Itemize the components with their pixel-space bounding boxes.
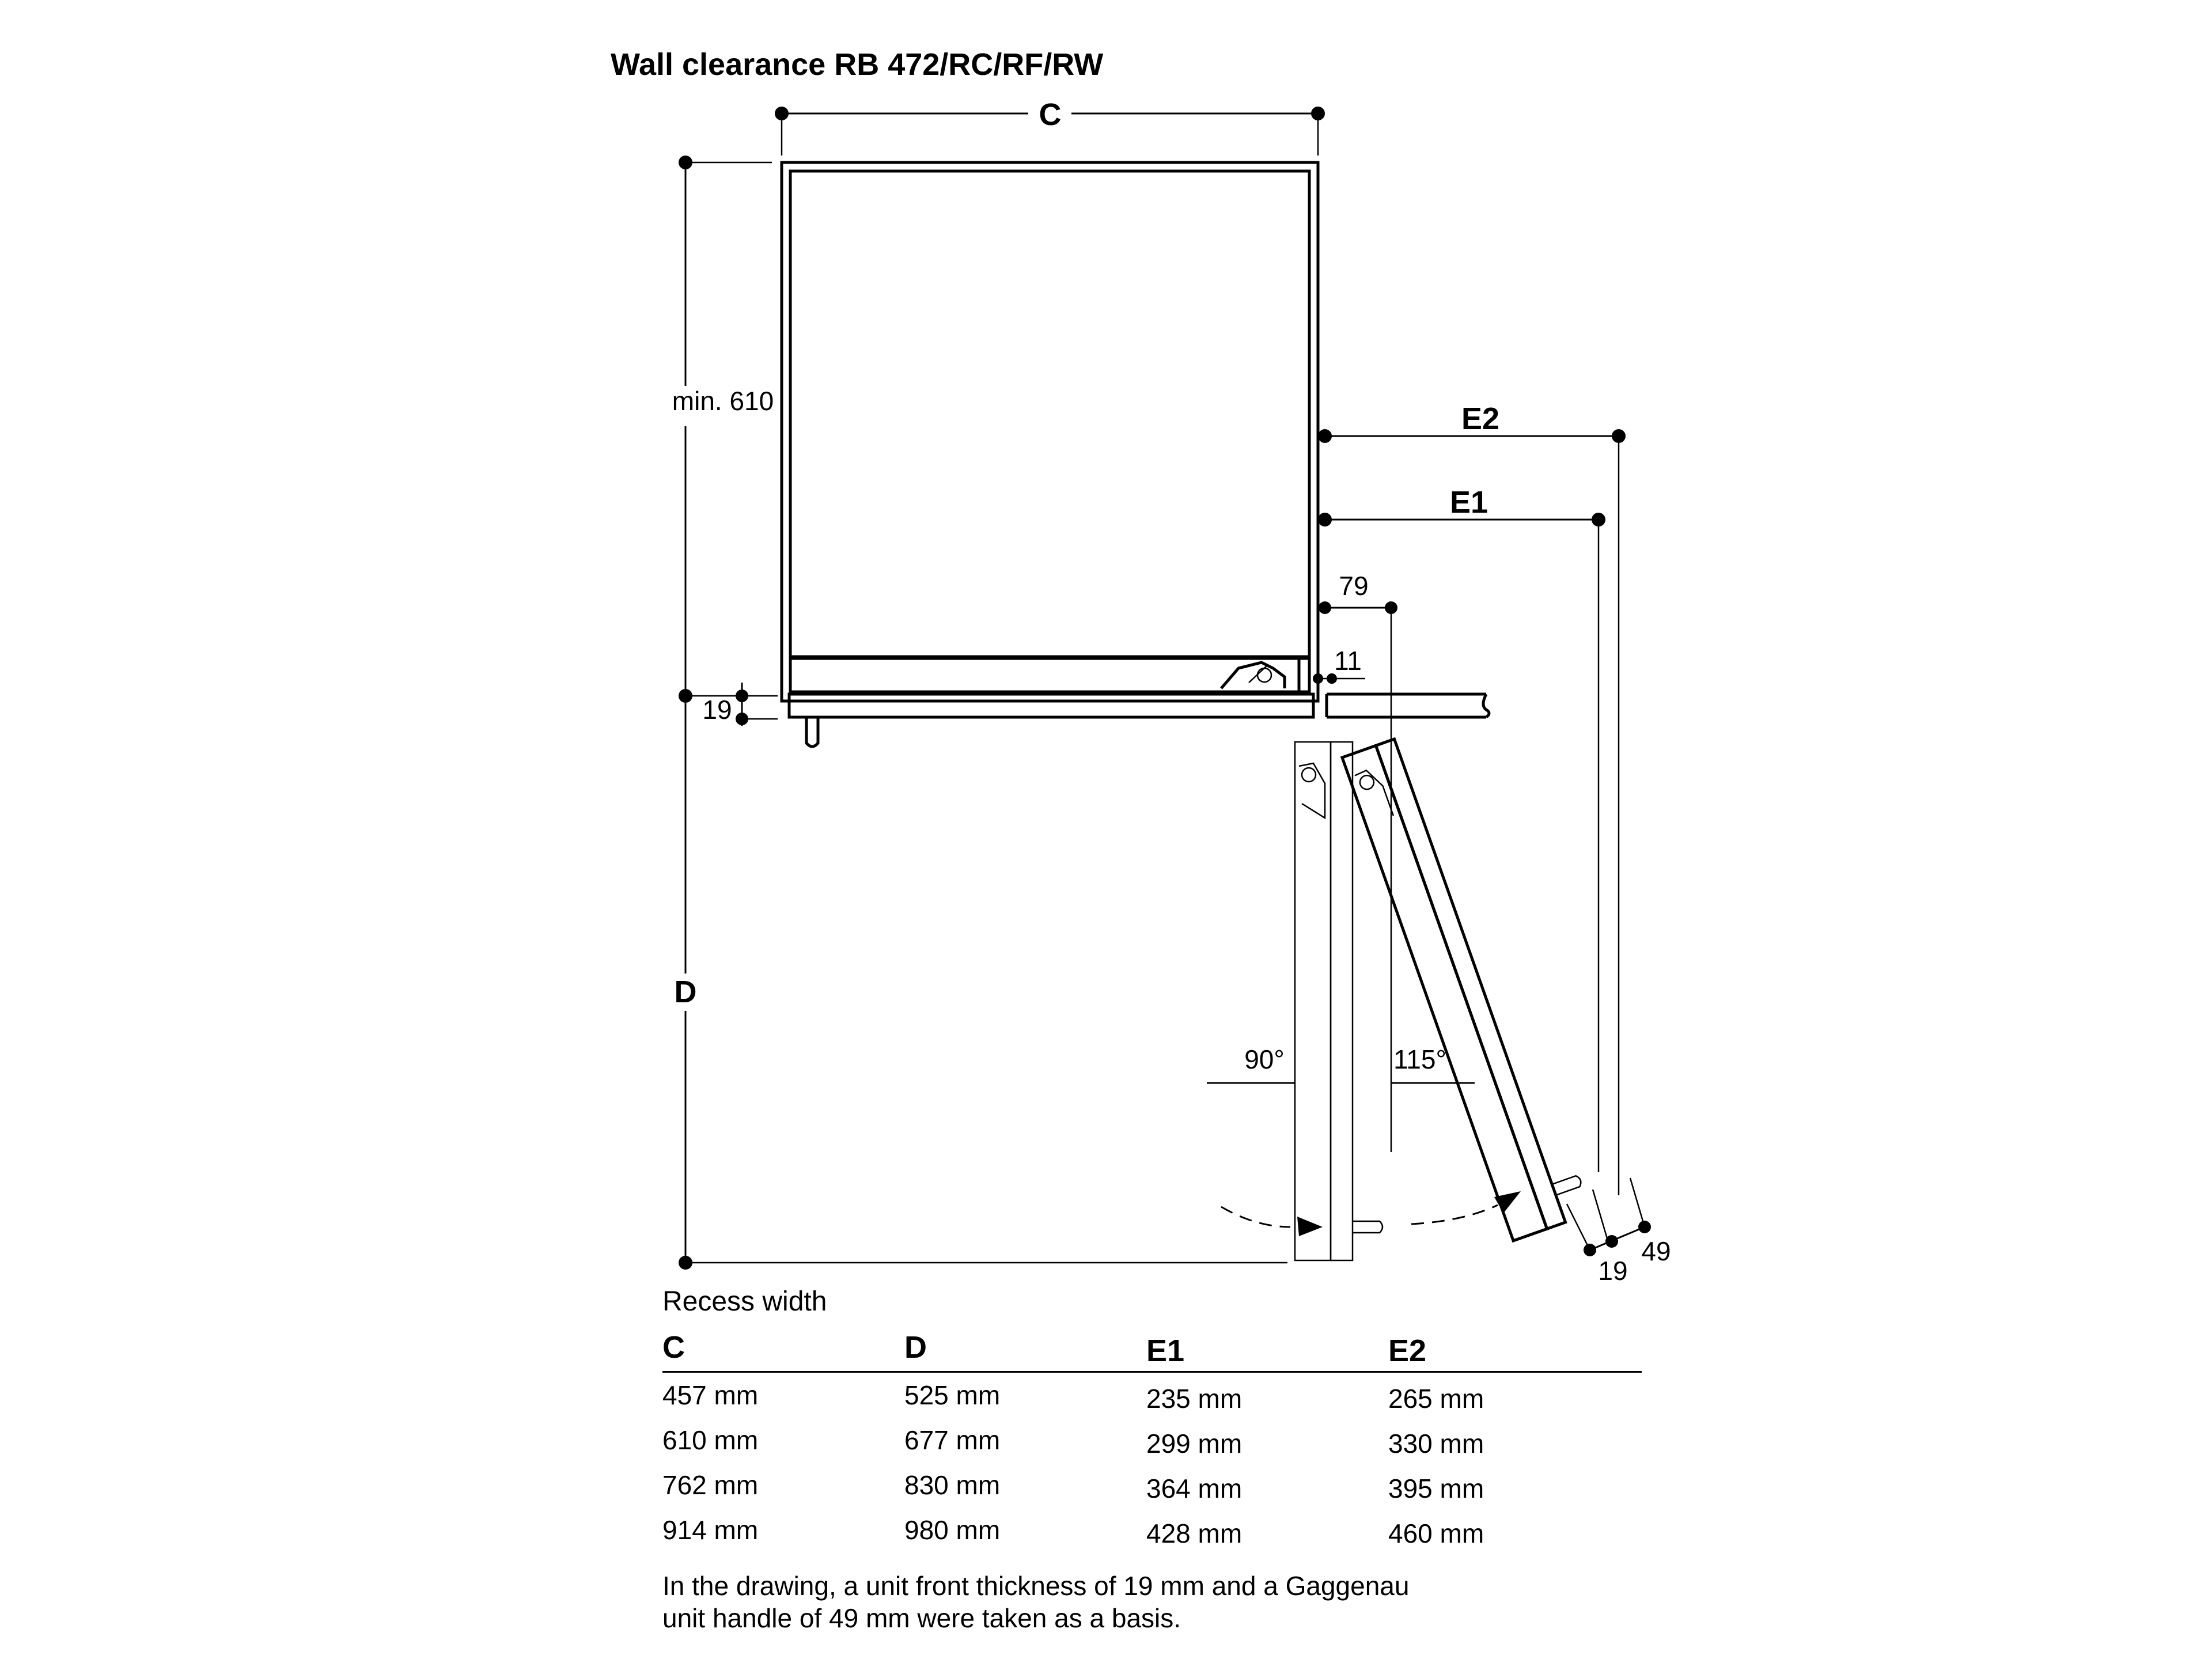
cell-e2: 460 mm: [1388, 1518, 1484, 1548]
cell-d: 677 mm: [904, 1425, 1001, 1455]
dimension-depth-left: min. 610 D 19: [672, 156, 1287, 1270]
dimension-c: C: [775, 97, 1325, 156]
label-min-610: min. 610: [672, 386, 774, 416]
swing-arrow-left: [1221, 1206, 1323, 1236]
label-115-degrees: 115°: [1393, 1044, 1446, 1074]
table-row: 457 mm 525 mm 235 mm 265 mm: [662, 1373, 1642, 1418]
dimensions-table: Recess width C D E1 E2 457 mm 525 mm 235…: [662, 1285, 1642, 1552]
door-open-90: 90°: [1207, 741, 1384, 1262]
cabinet-body: [780, 161, 1491, 748]
label-d: D: [675, 975, 697, 1009]
label-c: C: [1039, 97, 1062, 132]
label-19-plinth: 19: [702, 695, 732, 725]
door-open-115: [1340, 737, 1582, 1243]
cell-d: 830 mm: [904, 1470, 1001, 1500]
cell-e2: 265 mm: [1388, 1384, 1484, 1414]
table-caption: Recess width: [662, 1286, 827, 1317]
table-row: 914 mm 980 mm 428 mm 460 mm: [662, 1508, 1642, 1552]
label-90-degrees: 90°: [1244, 1044, 1285, 1074]
cell-c: 914 mm: [662, 1515, 759, 1545]
dimension-11: 11: [1313, 646, 1365, 684]
footnote-line-2: unit handle of 49 mm were taken as a bas…: [662, 1603, 1181, 1633]
cell-e2: 395 mm: [1388, 1474, 1484, 1503]
cell-e1: 428 mm: [1146, 1518, 1243, 1548]
dimension-19-49: 19 49: [1566, 1177, 1671, 1286]
table-row: 610 mm 677 mm 299 mm 330 mm: [662, 1418, 1642, 1463]
cell-e1: 299 mm: [1146, 1429, 1243, 1459]
dimension-e2: E2: [1318, 402, 1626, 1195]
cell-d: 525 mm: [904, 1380, 1001, 1410]
label-19-front: 19: [1598, 1256, 1627, 1286]
cell-c: 610 mm: [662, 1425, 759, 1455]
dimension-e1: E1: [1318, 485, 1605, 1172]
footnote: In the drawing, a unit front thickness o…: [662, 1570, 1642, 1634]
header-e2: E2: [1388, 1334, 1427, 1368]
table-header-row: C D E1 E2: [662, 1319, 1642, 1373]
header-c: C: [662, 1330, 685, 1365]
cell-e2: 330 mm: [1388, 1429, 1484, 1459]
header-e1: E1: [1146, 1334, 1185, 1368]
dimension-79: 79: [1319, 571, 1397, 1152]
header-d: D: [904, 1330, 927, 1365]
label-49-handle: 49: [1641, 1236, 1671, 1266]
label-79: 79: [1339, 571, 1368, 601]
table-row: 762 mm 830 mm 364 mm 395 mm: [662, 1463, 1642, 1508]
label-e1: E1: [1450, 485, 1488, 520]
label-11: 11: [1334, 646, 1362, 676]
label-e2: E2: [1461, 402, 1499, 436]
swing-arrow-right: [1411, 1191, 1521, 1225]
diagram-title: Wall clearance RB 472/RC/RF/RW: [611, 47, 1103, 82]
cell-c: 457 mm: [662, 1380, 759, 1410]
footnote-line-1: In the drawing, a unit front thickness o…: [662, 1571, 1410, 1601]
cell-e1: 235 mm: [1146, 1384, 1243, 1414]
cell-e1: 364 mm: [1146, 1474, 1243, 1503]
cell-d: 980 mm: [904, 1515, 1001, 1545]
cell-c: 762 mm: [662, 1470, 759, 1500]
